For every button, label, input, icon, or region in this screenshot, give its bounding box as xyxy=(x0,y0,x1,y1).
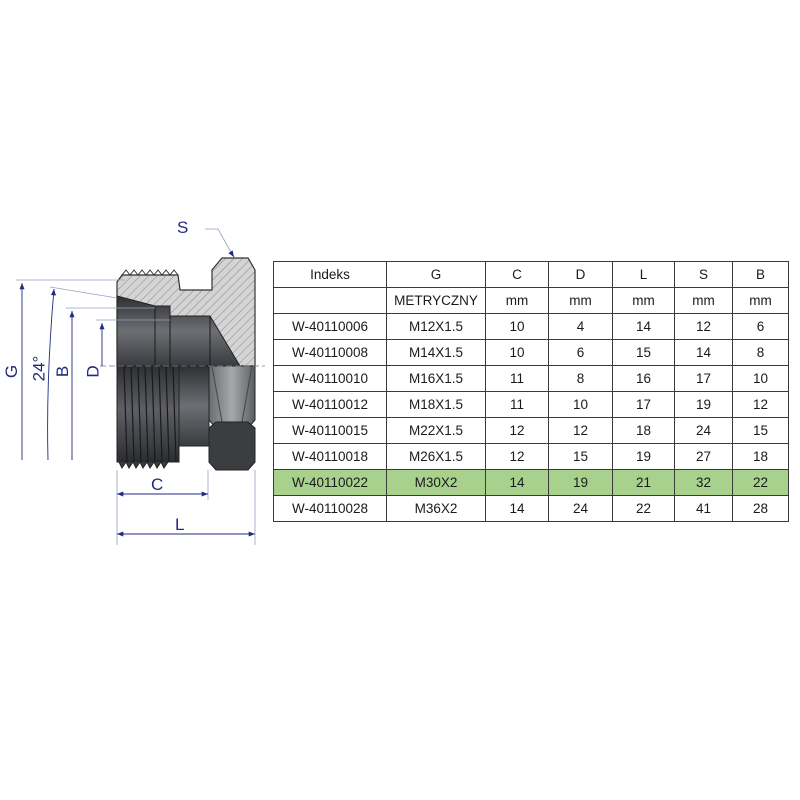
table-cell: W-40110018 xyxy=(273,443,387,470)
table-cell: 17 xyxy=(612,391,675,418)
table-cell: 17 xyxy=(674,365,733,392)
table-cell: 6 xyxy=(548,339,613,366)
table-cell: 15 xyxy=(612,339,675,366)
table-cell: 10 xyxy=(548,391,613,418)
table-cell: 22 xyxy=(612,495,675,522)
table-cell: 10 xyxy=(485,313,549,340)
table-cell: 24 xyxy=(548,495,613,522)
table-cell: 12 xyxy=(674,313,733,340)
unit-cell: mm xyxy=(674,287,733,314)
spec-table: Indeks G C D L S B METRYCZNY mm mm mm mm… xyxy=(273,261,789,522)
table-cell: W-40110022 xyxy=(273,469,387,496)
label-l: L xyxy=(175,515,185,534)
header-cell: Indeks xyxy=(273,261,387,288)
table-cell: W-40110006 xyxy=(273,313,387,340)
table-cell: 4 xyxy=(548,313,613,340)
table-cell: 12 xyxy=(485,443,549,470)
table-cell: 10 xyxy=(485,339,549,366)
unit-cell xyxy=(273,287,387,314)
table-cell: 18 xyxy=(612,417,675,444)
table-cell: W-40110010 xyxy=(273,365,387,392)
header-cell: B xyxy=(732,261,789,288)
label-b: B xyxy=(53,365,73,378)
label-g: G xyxy=(2,364,22,379)
unit-cell: mm xyxy=(732,287,789,314)
table-cell: 18 xyxy=(732,443,789,470)
exterior-view xyxy=(116,365,256,471)
label-angle: 24° xyxy=(29,355,49,382)
table-cell: W-40110028 xyxy=(273,495,387,522)
table-cell: 14 xyxy=(485,469,549,496)
table-cell: W-40110012 xyxy=(273,391,387,418)
table-cell: 12 xyxy=(548,417,613,444)
header-cell: S xyxy=(674,261,733,288)
table-cell: 14 xyxy=(674,339,733,366)
table-cell: 14 xyxy=(612,313,675,340)
table-cell: M36X2 xyxy=(386,495,486,522)
label-d: D xyxy=(83,365,103,378)
unit-cell: METRYCZNY xyxy=(386,287,486,314)
unit-cell: mm xyxy=(548,287,613,314)
table-cell: M26X1.5 xyxy=(386,443,486,470)
table-cell: M18X1.5 xyxy=(386,391,486,418)
header-cell: D xyxy=(548,261,613,288)
table-cell: M14X1.5 xyxy=(386,339,486,366)
label-c: C xyxy=(151,475,164,494)
table-cell: 8 xyxy=(732,339,789,366)
table-cell: 15 xyxy=(732,417,789,444)
table-cell: M16X1.5 xyxy=(386,365,486,392)
table-cell: M12X1.5 xyxy=(386,313,486,340)
table-cell: W-40110015 xyxy=(273,417,387,444)
table-cell: 24 xyxy=(674,417,733,444)
table-cell: 27 xyxy=(674,443,733,470)
table-cell: 6 xyxy=(732,313,789,340)
table-cell: 32 xyxy=(674,469,733,496)
unit-cell: mm xyxy=(612,287,675,314)
header-cell: C xyxy=(485,261,549,288)
table-cell: 16 xyxy=(612,365,675,392)
table-cell: M22X1.5 xyxy=(386,417,486,444)
table-cell: 12 xyxy=(732,391,789,418)
header-cell: G xyxy=(386,261,486,288)
section-view xyxy=(116,257,256,367)
table-cell: 11 xyxy=(485,391,549,418)
unit-cell: mm xyxy=(485,287,549,314)
table-cell: 11 xyxy=(485,365,549,392)
units-row: METRYCZNY mm mm mm mm mm xyxy=(273,287,789,314)
table-cell: 19 xyxy=(674,391,733,418)
table-cell: 28 xyxy=(732,495,789,522)
table-cell: W-40110008 xyxy=(273,339,387,366)
table-cell: 8 xyxy=(548,365,613,392)
table-cell: 12 xyxy=(485,417,549,444)
table-cell: 41 xyxy=(674,495,733,522)
table-cell: M30X2 xyxy=(386,469,486,496)
table-cell: 10 xyxy=(732,365,789,392)
table-cell: 19 xyxy=(612,443,675,470)
header-row: Indeks G C D L S B xyxy=(273,261,789,288)
table-cell: 21 xyxy=(612,469,675,496)
label-s: S xyxy=(177,218,189,237)
table-cell: 22 xyxy=(732,469,789,496)
header-cell: L xyxy=(612,261,675,288)
table-cell: 19 xyxy=(548,469,613,496)
table-cell: 15 xyxy=(548,443,613,470)
table-cell: 14 xyxy=(485,495,549,522)
